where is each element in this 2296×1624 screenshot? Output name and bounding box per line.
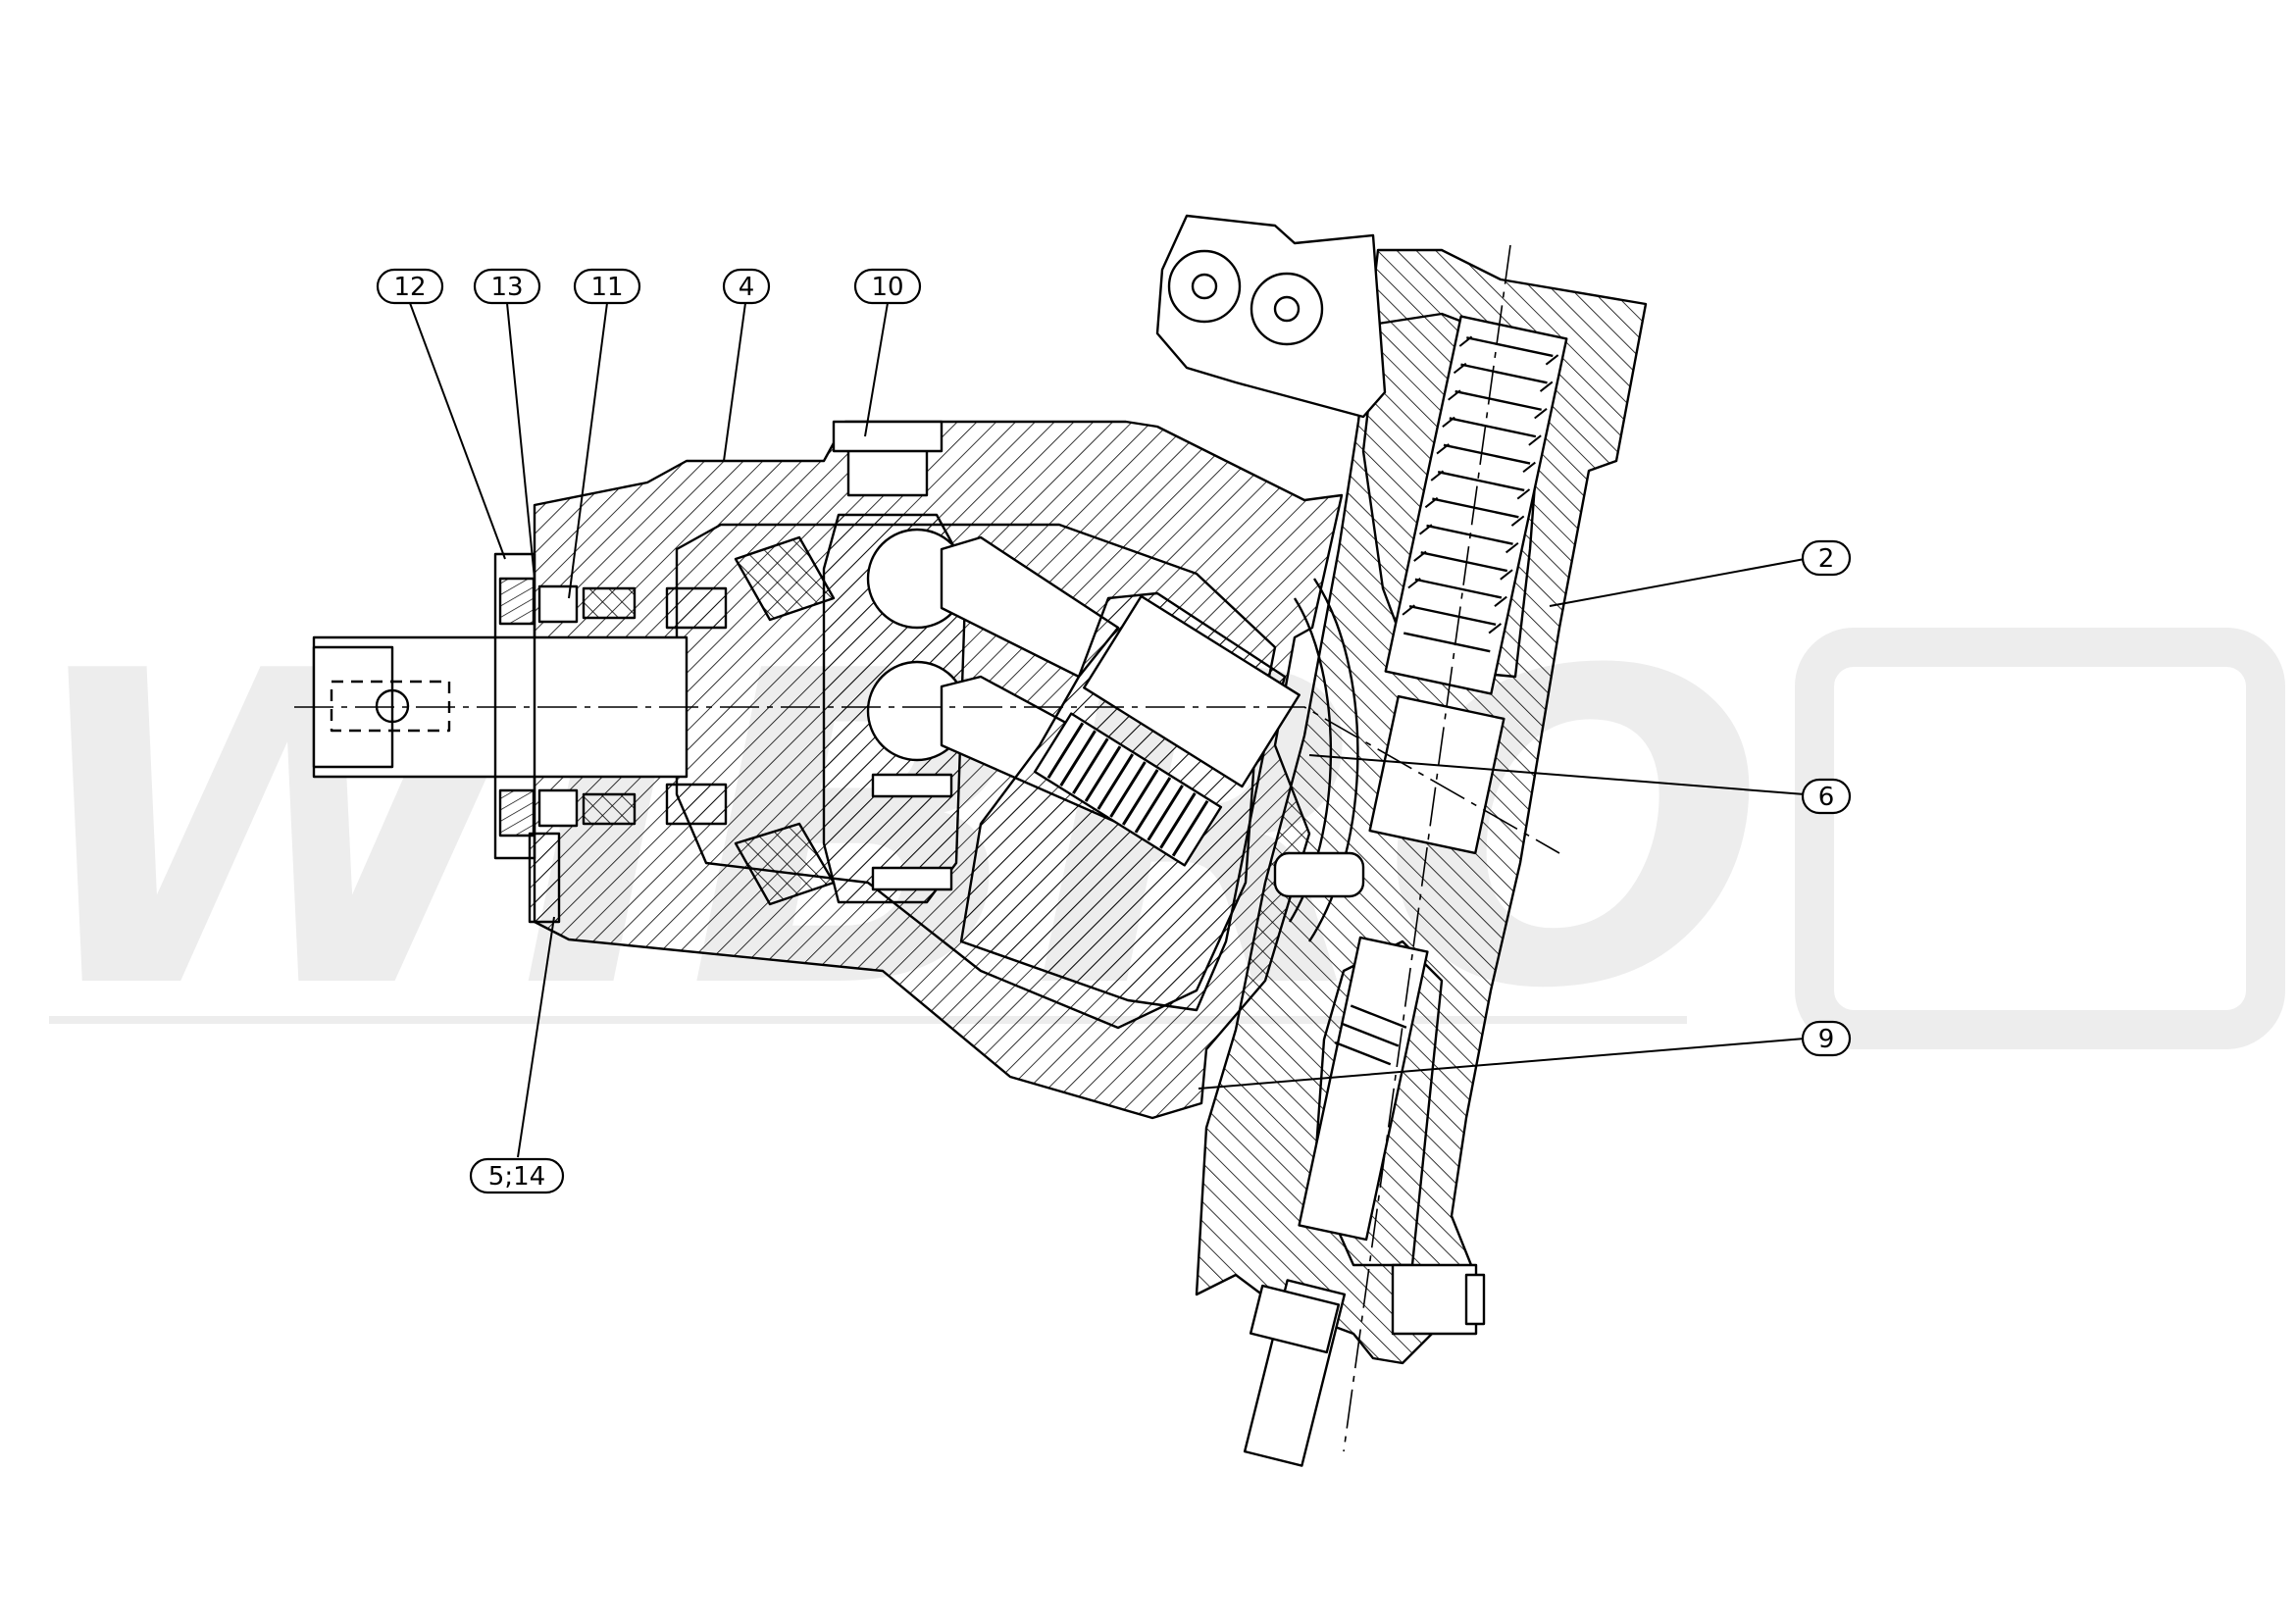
leader-12 bbox=[409, 302, 506, 560]
plug-screw-head bbox=[1464, 1273, 1486, 1326]
lower-spool-thread bbox=[1334, 1004, 1407, 1066]
seal-ring-top bbox=[537, 584, 579, 624]
callout-13: 13 bbox=[473, 268, 541, 305]
shaft-hole bbox=[375, 688, 410, 724]
shaft-centerline bbox=[294, 706, 1560, 854]
leader-2 bbox=[1549, 558, 1806, 607]
pump-assembly bbox=[294, 214, 1648, 1467]
leader-13 bbox=[506, 302, 536, 580]
leader-9 bbox=[1198, 1038, 1806, 1090]
front-flange-lower bbox=[528, 832, 561, 924]
leader-4 bbox=[723, 302, 746, 462]
callout-11: 11 bbox=[573, 268, 641, 305]
control-pin-1-inner bbox=[1191, 273, 1218, 300]
valve-centerline bbox=[1343, 244, 1511, 1452]
control-pin-2-inner bbox=[1273, 295, 1301, 323]
shaft-seal-left-bottom bbox=[498, 788, 536, 837]
shaft-keyway bbox=[330, 680, 451, 733]
valve-plate-arc bbox=[1307, 578, 1359, 942]
control-pin-2 bbox=[1250, 272, 1324, 346]
seal-ring-bottom bbox=[537, 788, 579, 828]
leader-11 bbox=[568, 302, 608, 599]
control-head bbox=[1155, 214, 1387, 419]
callout-6-text: 6 bbox=[1818, 783, 1835, 812]
leader-10 bbox=[864, 302, 889, 437]
bearing-race-bottom bbox=[665, 783, 728, 826]
leader-5-14 bbox=[517, 916, 555, 1158]
callout-10: 10 bbox=[853, 268, 922, 305]
leader-lines bbox=[409, 302, 1806, 1158]
bearing-race-top bbox=[665, 586, 728, 630]
callout-5-14: 5;14 bbox=[469, 1157, 565, 1194]
flange-bolt-top bbox=[871, 773, 953, 798]
port-plug-head bbox=[832, 420, 944, 453]
shaft-seal-left-top bbox=[498, 577, 536, 626]
barrel-bore bbox=[1083, 594, 1301, 788]
callout-11-text: 11 bbox=[590, 273, 623, 302]
callout-4-text: 4 bbox=[739, 273, 755, 302]
callout-6: 6 bbox=[1801, 778, 1852, 815]
callout-4: 4 bbox=[722, 268, 771, 305]
center-spring-coils bbox=[1046, 722, 1209, 857]
callout-12: 12 bbox=[376, 268, 444, 305]
center-pin bbox=[1273, 851, 1365, 898]
plug-screw bbox=[1391, 1263, 1478, 1336]
callout-5-14-text: 5;14 bbox=[488, 1162, 545, 1192]
adjust-nut bbox=[1249, 1284, 1341, 1354]
front-flange bbox=[493, 552, 536, 860]
callout-2: 2 bbox=[1801, 539, 1852, 577]
circlip-bottom bbox=[582, 792, 637, 826]
spring-coils bbox=[1402, 335, 1559, 653]
callout-2-text: 2 bbox=[1818, 544, 1835, 574]
callouts: 12 13 11 4 10 2 6 9 bbox=[376, 268, 1852, 1194]
control-pin-1 bbox=[1167, 249, 1242, 324]
circlip-top bbox=[582, 586, 637, 620]
callout-12-text: 12 bbox=[393, 273, 426, 302]
leader-6 bbox=[1308, 754, 1806, 795]
callout-10-text: 10 bbox=[871, 273, 903, 302]
callout-13-text: 13 bbox=[490, 273, 523, 302]
lower-spool bbox=[1298, 936, 1429, 1242]
flange-bolt-bottom bbox=[871, 866, 953, 891]
callout-9: 9 bbox=[1801, 1020, 1852, 1057]
spring-column bbox=[1384, 315, 1568, 695]
callout-9-text: 9 bbox=[1818, 1025, 1835, 1054]
watermark-logo-box bbox=[1795, 628, 2285, 1049]
